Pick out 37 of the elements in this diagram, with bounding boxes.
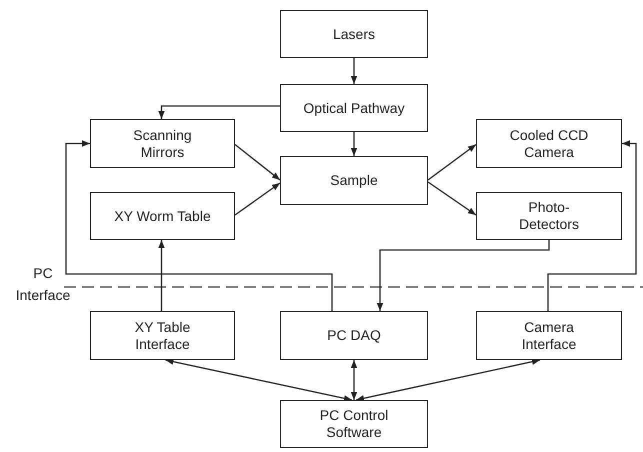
arrow [547, 140, 637, 311]
arrow [158, 240, 165, 311]
process-box [476, 192, 622, 240]
arrow [356, 358, 540, 402]
box-label: Optical Pathway [303, 100, 405, 116]
process-box [90, 311, 235, 360]
box-label: Photo-Detectors [518, 199, 580, 233]
arrow [165, 358, 352, 402]
arrow [428, 144, 476, 181]
arrow [234, 144, 280, 181]
box-label: Sample [330, 172, 378, 189]
arrow [350, 132, 358, 156]
arrow [376, 240, 550, 311]
box-label: Scanning Mirrors [132, 126, 193, 160]
arrow [350, 360, 358, 400]
arrow [428, 181, 476, 216]
process-box [280, 156, 428, 205]
box-label: Cooled CCD Camera [508, 126, 590, 160]
box-label: XY Table Interface [134, 318, 192, 352]
arrow [234, 182, 280, 216]
box-label: Camera Interface [520, 318, 578, 352]
process-box [280, 84, 428, 132]
arrow [350, 58, 358, 84]
box-label: Lasers [332, 26, 376, 42]
process-box [280, 400, 428, 448]
process-box [280, 311, 428, 360]
region-label: PC Interface [14, 264, 72, 306]
box-label: PC DAQ [327, 327, 381, 344]
process-box [90, 119, 235, 168]
process-box [476, 311, 622, 360]
arrow [158, 105, 280, 119]
box-label: PC Control Software [318, 407, 390, 441]
arrow [65, 140, 333, 311]
process-box [476, 119, 622, 168]
process-box [280, 10, 428, 58]
box-label: XY Worm Table [114, 208, 211, 224]
process-box [90, 192, 235, 240]
